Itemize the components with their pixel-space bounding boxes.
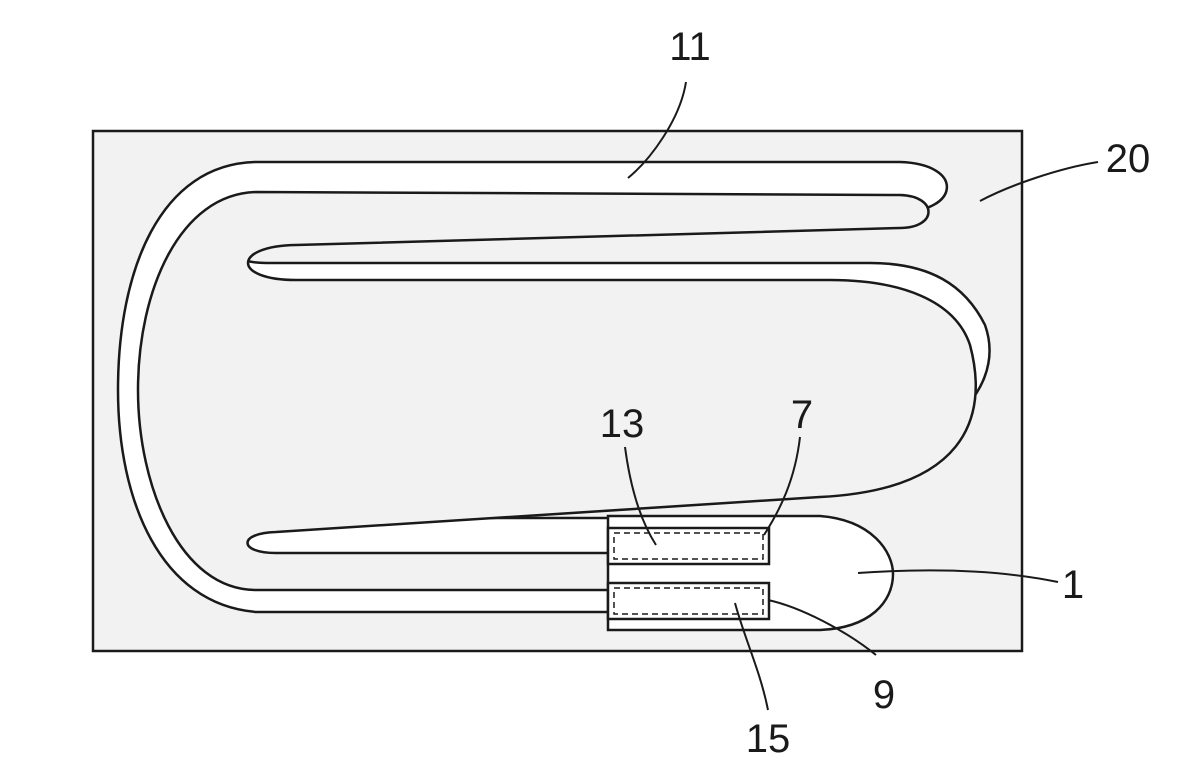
label-upper-terminal: 7 <box>791 393 813 437</box>
lower-pad-dashed <box>613 587 764 615</box>
label-lower-pad: 15 <box>746 717 791 761</box>
label-upper-pad: 13 <box>600 402 645 446</box>
leader-line-9 <box>767 599 877 656</box>
label-lower-terminal: 9 <box>873 673 895 717</box>
leader-line-20 <box>979 161 1099 202</box>
heater-trace-inner-outline <box>136 190 977 592</box>
label-substrate: 20 <box>1106 137 1151 181</box>
leader-line-15 <box>734 602 769 711</box>
leader-line-7 <box>763 436 801 536</box>
upper-pad-dashed <box>613 532 764 560</box>
leader-line-13 <box>624 446 657 546</box>
leader-line-1 <box>857 569 1059 583</box>
label-cap: 1 <box>1062 563 1084 607</box>
upper-terminal <box>606 526 771 566</box>
leader-line-11 <box>627 81 687 179</box>
label-heater-trace: 11 <box>669 25 711 69</box>
